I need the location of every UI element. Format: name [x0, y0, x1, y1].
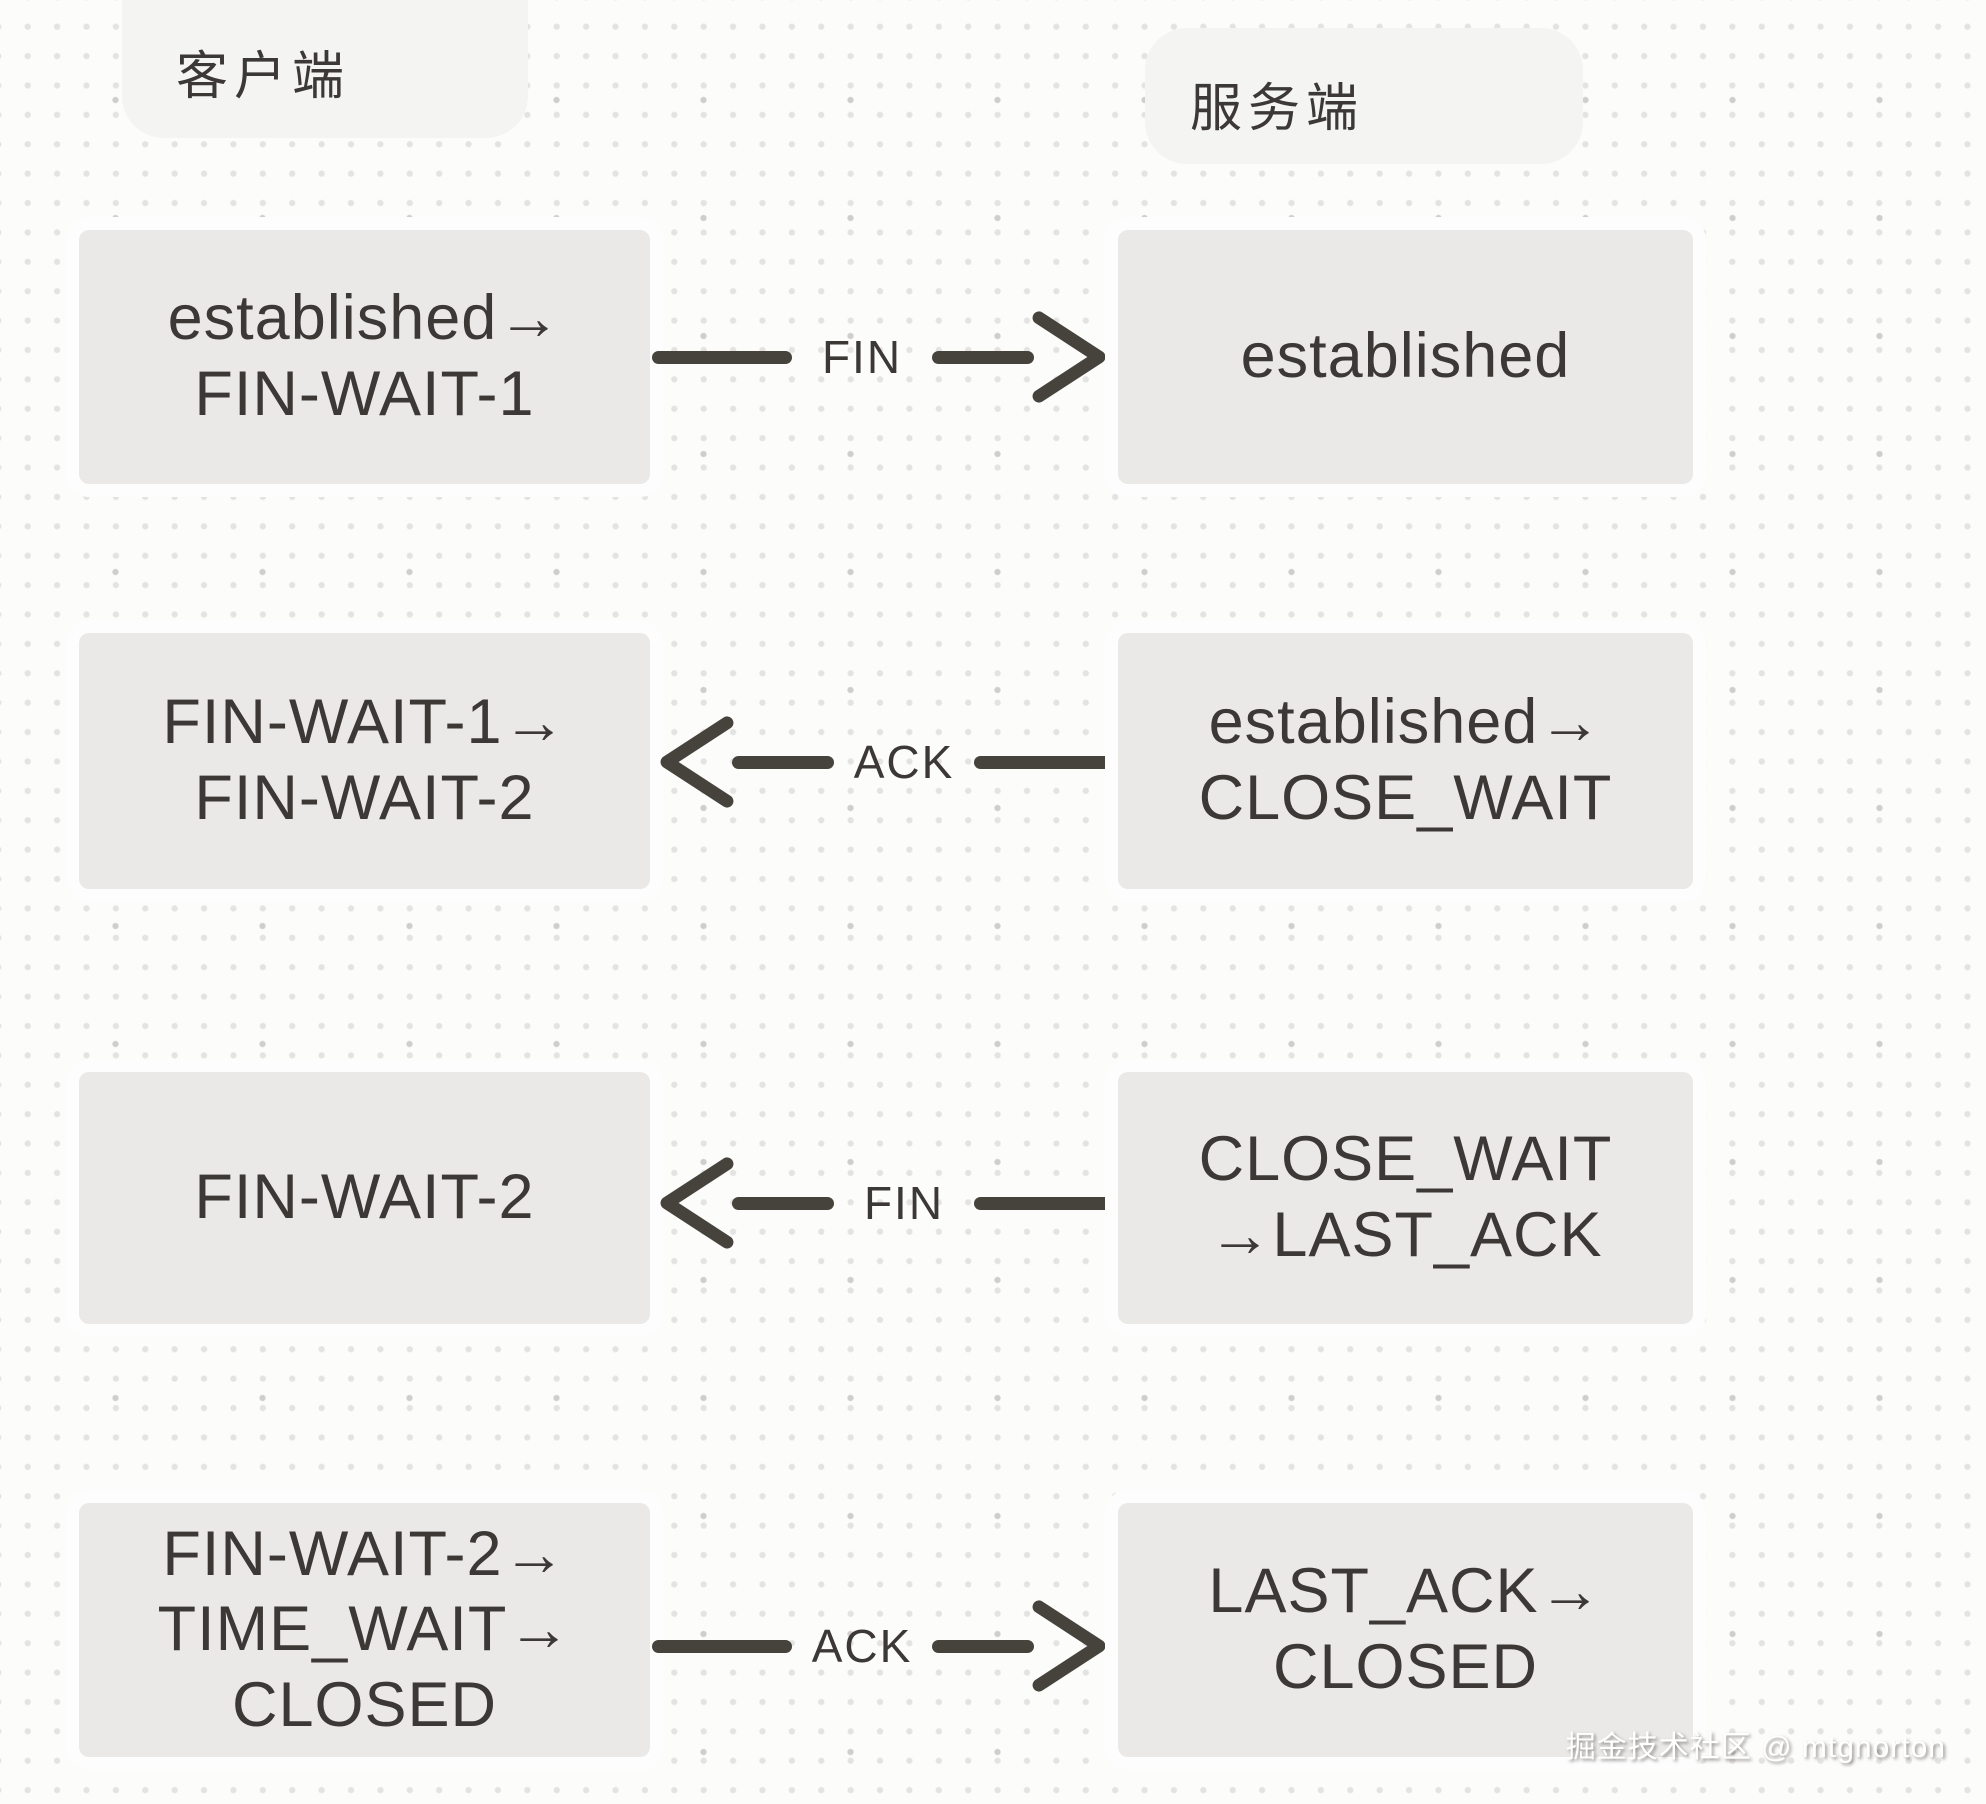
client-state-box: FIN-WAIT-2→ TIME_WAIT→ CLOSED — [79, 1503, 650, 1757]
packet-arrow: FIN — [652, 1148, 1114, 1258]
packet-label: ACK — [853, 736, 955, 788]
arrow-shaft — [652, 350, 792, 364]
server-state-box: CLOSE_WAIT →LAST_ACK — [1118, 1072, 1693, 1324]
arrow-shaft — [732, 755, 834, 769]
arrow-shaft — [932, 350, 1034, 364]
arrow-shaft — [974, 1196, 1114, 1210]
client-header-card — [122, 0, 528, 138]
client-state-box: FIN-WAIT-1→ FIN-WAIT-2 — [79, 633, 650, 889]
arrow-shaft — [932, 1639, 1034, 1653]
arrow-head-icon — [660, 716, 734, 808]
arrow-shaft — [732, 1196, 834, 1210]
arrow-shaft — [652, 1639, 792, 1653]
watermark: 掘金技术社区 @ mtgnorton — [1565, 1731, 1946, 1764]
client-state-box: established→ FIN-WAIT-1 — [79, 230, 650, 484]
arrow-shaft — [974, 755, 1114, 769]
server-header-label: 服务端 — [1190, 80, 1365, 138]
server-state-box: LAST_ACK→ CLOSED — [1118, 1503, 1693, 1757]
client-header-label: 客户端 — [176, 48, 351, 106]
arrow-head-icon — [1032, 1600, 1106, 1692]
arrow-head-icon — [1032, 311, 1106, 403]
packet-label: FIN — [821, 331, 903, 383]
packet-label: ACK — [811, 1620, 913, 1672]
packet-arrow: FIN — [652, 302, 1114, 412]
server-state-box: established — [1118, 230, 1693, 484]
server-state-box: established→ CLOSE_WAIT — [1118, 633, 1693, 889]
server-header-card — [1145, 28, 1583, 164]
packet-label: FIN — [863, 1177, 945, 1229]
packet-arrow: ACK — [652, 1591, 1114, 1701]
arrow-head-icon — [660, 1157, 734, 1249]
client-state-box: FIN-WAIT-2 — [79, 1072, 650, 1324]
packet-arrow: ACK — [652, 707, 1114, 817]
